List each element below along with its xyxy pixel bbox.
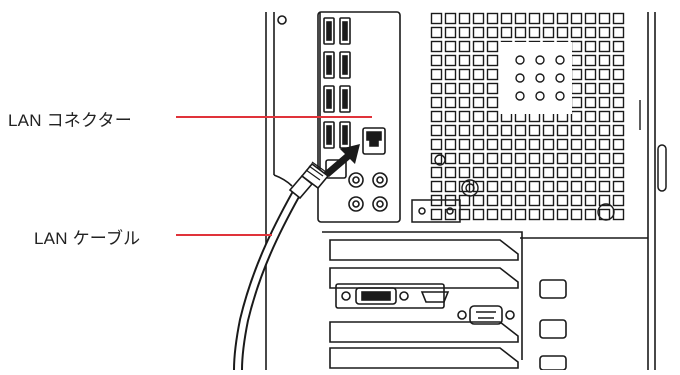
side-handle [658, 145, 666, 191]
usb-port-column-right [340, 18, 350, 148]
dvi-port [342, 288, 408, 304]
usb-port-column-left [324, 18, 334, 148]
expansion-slots [322, 232, 648, 370]
audio-jacks [349, 173, 387, 211]
lan-connector-label: LAN コネクター [8, 106, 132, 131]
lan-cable-illustration [238, 162, 328, 370]
rj45-plug [290, 162, 328, 198]
lan-connector-port [363, 128, 385, 154]
vent-grille [430, 12, 640, 222]
lan-cable-label: LAN ケーブル [34, 224, 140, 249]
